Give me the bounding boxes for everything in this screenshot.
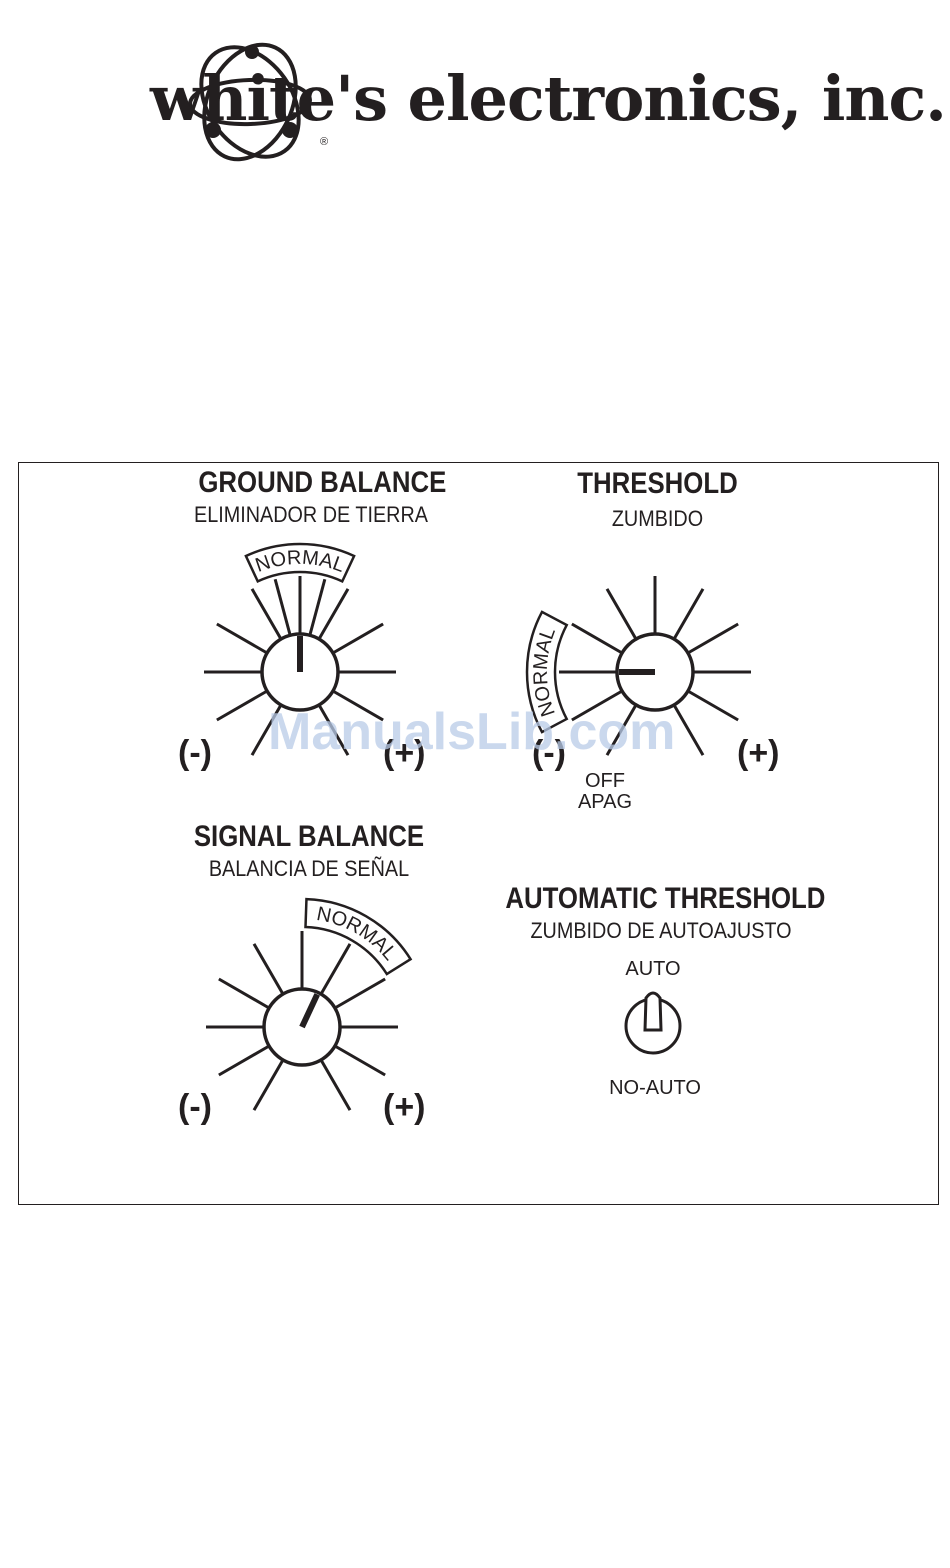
threshold-plus-label: (+) xyxy=(737,734,780,773)
signal-balance-tick xyxy=(335,979,385,1008)
threshold-title: THRESHOLD xyxy=(556,467,758,501)
threshold-off-label: OFF xyxy=(560,770,650,792)
ground-balance-tick xyxy=(217,624,267,653)
threshold-tick xyxy=(688,691,738,720)
signal-balance-title: SIGNAL BALANCE xyxy=(189,820,428,854)
noauto-label: NO-AUTO xyxy=(590,1077,720,1099)
ground-balance-tick xyxy=(217,691,267,720)
toggle-lever-icon xyxy=(645,993,661,1030)
signal-balance-tick xyxy=(254,944,283,994)
ground-balance-tick xyxy=(319,589,348,639)
signal-balance-minus-label: (-) xyxy=(178,1088,212,1127)
signal-balance-tick xyxy=(335,1046,385,1075)
threshold-tick xyxy=(572,624,622,653)
ground-balance-tick xyxy=(252,589,281,639)
signal-balance-tick xyxy=(321,944,350,994)
auto-threshold-subtitle: ZUMBIDO DE AUTOAJUSTO xyxy=(498,918,824,944)
threshold-subtitle: ZUMBIDO xyxy=(552,506,764,532)
signal-balance-tick xyxy=(254,1060,283,1110)
ground-balance-minus-label: (-) xyxy=(178,734,212,773)
signal-balance-tick xyxy=(321,1060,350,1110)
ground-balance-tick xyxy=(275,579,290,635)
threshold-off-label-es: APAG xyxy=(560,791,650,813)
threshold-tick xyxy=(674,705,703,755)
signal-balance-tick xyxy=(219,979,269,1008)
threshold-tick xyxy=(607,589,636,639)
ground-balance-tick xyxy=(333,624,383,653)
ground-balance-title: GROUND BALANCE xyxy=(198,466,423,500)
watermark-text: ManualsLib.com xyxy=(268,702,675,762)
threshold-tick xyxy=(688,624,738,653)
signal-balance-plus-label: (+) xyxy=(383,1088,426,1127)
threshold-tick xyxy=(674,589,703,639)
ground-balance-subtitle: ELIMINADOR DE TIERRA xyxy=(193,502,429,528)
signal-balance-tick xyxy=(219,1046,269,1075)
auto-threshold-title: AUTOMATIC THRESHOLD xyxy=(505,882,816,916)
signal-balance-subtitle: BALANCIA DE SEÑAL xyxy=(184,856,434,882)
ground-balance-tick xyxy=(310,579,325,635)
auto-label: AUTO xyxy=(603,958,703,980)
